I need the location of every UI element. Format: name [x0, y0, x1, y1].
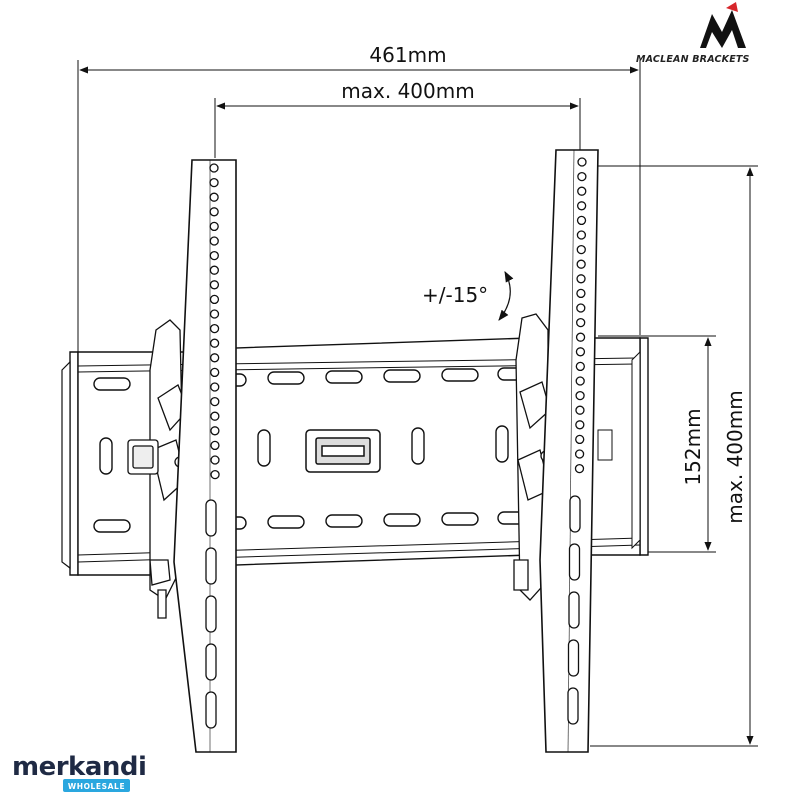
mounting-hole: [210, 367, 220, 378]
mounting-slot: [205, 691, 217, 729]
mounting-hole: [209, 250, 219, 261]
mounting-hole: [576, 288, 586, 299]
mounting-hole: [209, 323, 220, 334]
mounting-hole: [576, 215, 587, 226]
right-vertical-arm: [539, 149, 599, 753]
left-arm-holes: [205, 163, 220, 729]
mounting-hole: [210, 396, 220, 407]
mounting-hole: [209, 207, 219, 217]
mounting-hole: [209, 163, 219, 173]
tilt-label: +/-15°: [422, 283, 488, 307]
mounting-hole: [576, 201, 587, 211]
mounting-hole: [210, 440, 220, 451]
mounting-hole: [576, 259, 586, 269]
mounting-hole: [209, 265, 220, 275]
maclean-logo: MACLEAN BRACKETS: [636, 2, 750, 65]
mounting-hole: [575, 376, 585, 386]
mounting-hole: [576, 244, 586, 255]
mounting-hole: [577, 157, 587, 167]
mounting-hole: [210, 426, 220, 436]
rail-height-label: 152mm: [681, 408, 705, 485]
mounting-hole: [576, 274, 586, 284]
merkandi-watermark: merkandi WHOLESALE: [12, 752, 147, 792]
center-lock: [305, 429, 381, 473]
mounting-hole: [209, 309, 220, 319]
mounting-hole: [209, 192, 219, 202]
mounting-hole: [209, 294, 220, 305]
tilt-arrow-icon: [498, 271, 514, 321]
mounting-hole: [575, 390, 585, 401]
mounting-hole: [210, 455, 220, 465]
merkandi-sub: WHOLESALE: [68, 782, 125, 791]
mounting-hole: [577, 171, 587, 182]
mounting-hole: [209, 177, 219, 188]
mounting-hole: [209, 353, 220, 363]
mounting-hole: [577, 186, 587, 196]
mounting-hole: [210, 382, 220, 392]
mounting-hole: [209, 221, 219, 232]
mounting-hole: [575, 434, 585, 445]
overall-width-label: 461mm: [369, 43, 446, 67]
mounting-hole: [209, 236, 219, 246]
mounting-hole: [210, 411, 220, 421]
mounting-slot: [205, 547, 217, 585]
mounting-hole: [576, 303, 586, 313]
mounting-hole: [576, 230, 587, 240]
right-arm-holes: [567, 157, 587, 725]
vesa-horizontal-label: max. 400mm: [341, 79, 474, 103]
brand-name: MACLEAN BRACKETS: [636, 54, 750, 65]
mounting-slot: [567, 639, 580, 677]
mounting-slot: [569, 495, 581, 533]
mounting-hole: [575, 347, 586, 357]
maclean-m-icon: [700, 10, 746, 48]
left-vertical-arm: [173, 159, 237, 753]
mounting-slot: [205, 643, 217, 681]
mounting-hole: [209, 280, 220, 290]
mounting-hole: [574, 463, 585, 474]
dimension-vesa-vertical: [590, 165, 758, 747]
mounting-hole: [575, 361, 585, 372]
merkandi-name: merkandi: [12, 752, 146, 782]
mounting-hole: [575, 405, 585, 415]
maclean-accent-icon: [726, 2, 738, 12]
dimension-overall-width: [77, 60, 641, 355]
mounting-hole: [210, 469, 220, 480]
mounting-hole: [575, 332, 586, 342]
mounting-slot: [567, 687, 579, 725]
mounting-hole: [575, 420, 585, 430]
vertical-slots: [99, 425, 509, 475]
mounting-slot: [205, 595, 217, 633]
mounting-slot: [205, 499, 217, 537]
merkandi-badge: [63, 779, 130, 792]
mounting-hole: [574, 449, 585, 459]
dimension-vesa-horizontal: [214, 98, 581, 158]
mounting-slot: [568, 543, 581, 581]
mounting-hole: [209, 338, 220, 348]
mounting-hole: [576, 317, 586, 328]
vesa-vertical-label: max. 400mm: [723, 390, 747, 523]
mounting-slot: [568, 591, 580, 629]
